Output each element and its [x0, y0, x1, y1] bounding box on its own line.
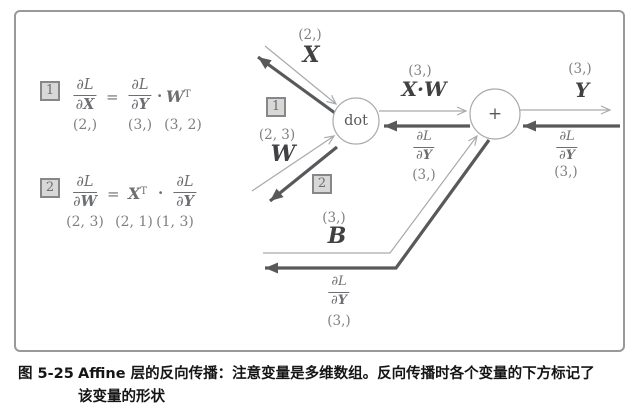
w-variable: W — [166, 87, 184, 106]
diagram-tag1-box: 1 — [266, 97, 286, 117]
grad-numerator: ∂L — [559, 129, 575, 144]
eq2-lhs-variable: W — [80, 193, 97, 211]
eq1-lhs-numerator: ∂L — [76, 77, 94, 93]
partial-symbol: ∂ — [75, 97, 84, 114]
transpose-superscript: T — [183, 89, 191, 100]
eq2-rhs-numerator: ∂L — [176, 174, 194, 190]
dot-node-circle — [332, 97, 380, 145]
eq2-lhs-fraction: ∂L ∂W — [73, 174, 97, 210]
eq1-shape-w: (3, 2) — [164, 117, 202, 133]
eq2-shape-lhs: (2, 3) — [66, 214, 104, 230]
grad-variable: Y — [565, 147, 576, 163]
xw-shape-annotation: (3,) — [408, 63, 432, 79]
b-forward-arrow — [263, 134, 478, 254]
eq1-rhs-fraction: ∂L ∂Y — [128, 77, 152, 114]
y-variable-label: Y — [574, 78, 590, 102]
xw-product-label: X·W — [401, 77, 447, 101]
y-shape-annotation: (3,) — [568, 61, 592, 77]
w-variable-label: W — [270, 141, 296, 167]
x-forward-arrow — [264, 45, 338, 105]
eq1-equals-sign: = — [106, 88, 119, 106]
partial-symbol: ∂ — [558, 147, 566, 163]
eq2-tag-number: 2 — [45, 180, 55, 195]
eq1-tag-box: 1 — [40, 81, 60, 101]
x-shape-annotation: (2,) — [298, 27, 322, 43]
figure-border — [14, 10, 625, 352]
plus-node-circle — [469, 88, 521, 140]
grad-numerator: ∂L — [416, 129, 432, 144]
grad-shape-mid: (3,) — [412, 167, 436, 183]
eq2-lhs-numerator: ∂L — [76, 174, 94, 190]
diagram-tag1-number: 1 — [271, 99, 281, 114]
x-grad-backward-arrow — [257, 55, 336, 115]
grad-shape-bottom: (3,) — [327, 313, 351, 329]
x-variable: X — [128, 184, 141, 203]
eq2-shape-x: (2, 1) — [115, 214, 153, 230]
grad-shape-right: (3,) — [554, 164, 578, 180]
x-variable-label: X — [302, 42, 320, 68]
caption-figure-number: 图 5-25 — [18, 366, 74, 382]
eq2-tag-box: 2 — [40, 178, 60, 198]
diagram-tag2-number: 2 — [317, 176, 327, 191]
eq1-rhs-numerator: ∂L — [131, 77, 149, 93]
partial-symbol: ∂ — [131, 97, 139, 114]
grad-fraction-bottom: ∂L ∂Y — [328, 274, 350, 308]
eq2-rhs-fraction: ∂L ∂Y — [173, 174, 197, 211]
diagram-tag2-box: 2 — [312, 174, 332, 194]
partial-symbol: ∂ — [73, 194, 81, 211]
eq1-dot-operator: · — [157, 87, 163, 105]
w-grad-backward-arrow — [268, 145, 339, 203]
b-shape-annotation: (3,) — [322, 210, 346, 226]
plus-node-label: + — [487, 104, 503, 124]
eq2-shape-rhs: (1, 3) — [156, 214, 194, 230]
eq2-dot-operator: · — [158, 184, 164, 202]
w-forward-arrow — [251, 135, 336, 192]
transpose-superscript: T — [140, 186, 148, 197]
dot-node-label: dot — [344, 113, 368, 129]
eq1-w-transpose: WT — [166, 87, 191, 106]
eq1-shape-rhs: (3,) — [127, 117, 153, 133]
caption-text-line2: 该变量的形状 — [78, 389, 165, 405]
grad-fraction-mid: ∂L ∂Y — [413, 129, 435, 163]
caption-text-line1: Affine 层的反向传播：注意变量是多维数组。反向传播时各个变量的下方标记了 — [78, 366, 595, 382]
w-shape-annotation: (2, 3) — [258, 127, 296, 143]
partial-symbol: ∂ — [415, 147, 423, 163]
partial-symbol: ∂ — [330, 292, 338, 308]
eq1-lhs-variable: X — [83, 96, 95, 114]
eq1-lhs-fraction: ∂L ∂X — [73, 77, 97, 114]
eq1-rhs-variable: Y — [138, 96, 149, 114]
b-grad-backward-arrow — [265, 139, 491, 274]
grad-variable: Y — [422, 147, 433, 163]
grad-fraction-right: ∂L ∂Y — [556, 129, 578, 163]
eq2-equals-sign: = — [107, 185, 120, 203]
eq2-rhs-variable: Y — [183, 193, 194, 211]
eq1-shape-lhs: (2,) — [72, 117, 98, 133]
eq2-x-transpose: XT — [128, 184, 147, 203]
b-variable-label: B — [327, 223, 347, 249]
eq1-tag-number: 1 — [45, 83, 55, 98]
grad-variable: Y — [337, 292, 348, 308]
grad-numerator: ∂L — [331, 274, 347, 289]
partial-symbol: ∂ — [176, 194, 184, 211]
